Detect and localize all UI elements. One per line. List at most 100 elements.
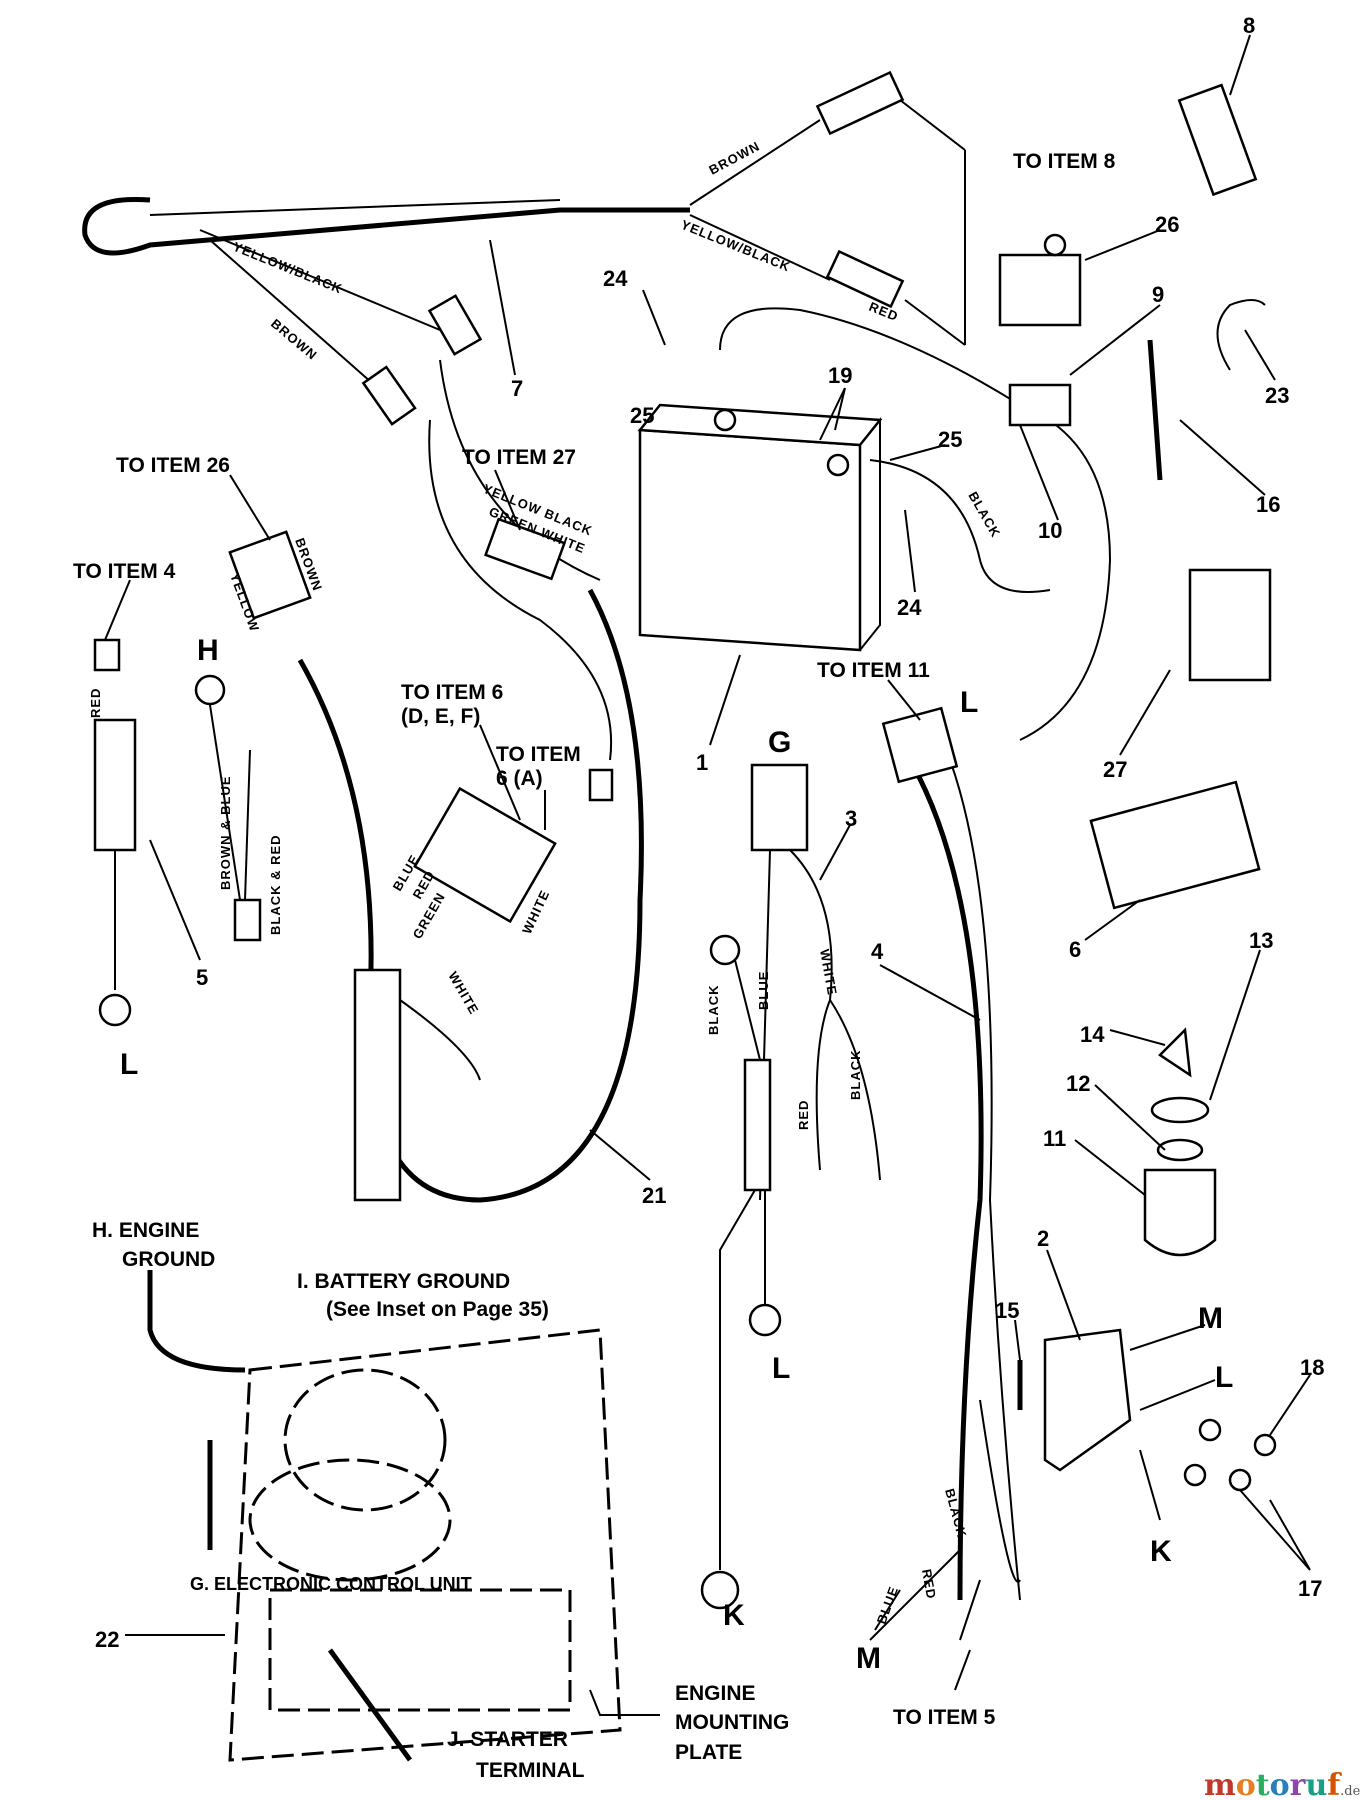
callout-14: 14 xyxy=(1080,1022,1105,1047)
callout-12: 12 xyxy=(1066,1071,1090,1096)
callout-to-item-6-a: TO ITEM xyxy=(496,743,581,766)
wire-label: BLACK & RED xyxy=(268,834,283,935)
callout-24: 24 xyxy=(897,595,922,620)
callout-11: 11 xyxy=(1043,1126,1066,1151)
caption-engine-mounting-2: MOUNTING xyxy=(675,1711,789,1734)
callout-L: L xyxy=(960,686,978,719)
caption-see-inset: (See Inset on Page 35) xyxy=(326,1298,549,1321)
callout-15: 15 xyxy=(995,1298,1019,1323)
cable-item-5 xyxy=(93,638,262,1027)
wire-label: BROWN xyxy=(706,138,762,177)
nut-item-13 xyxy=(1150,1096,1210,1124)
callout-19: 19 xyxy=(828,363,852,388)
wire-label: BROWN & BLUE xyxy=(218,775,233,890)
battery-item-1 xyxy=(637,403,1051,652)
callout-K: K xyxy=(723,1599,745,1632)
callout-13: 13 xyxy=(1249,928,1273,953)
caption-engine-ground-2: GROUND xyxy=(122,1248,215,1271)
wire-label: RED xyxy=(867,299,901,324)
callout-to-item-6-a-letter: 6 (A) xyxy=(496,767,543,790)
harness-item-4 xyxy=(907,758,984,1601)
rod-item-16 xyxy=(1147,339,1163,481)
wire-labels: BROWN YELLOW/BLACK YELLOW/BLACK BROWN RE… xyxy=(88,138,1004,1626)
callouts: 8 TO ITEM 8 26 9 23 16 24 19 25 25 10 24… xyxy=(73,13,1324,1729)
connector-item-6 xyxy=(1089,780,1261,910)
callout-L: L xyxy=(1215,1361,1233,1394)
watermark-logo: motoruf.de xyxy=(1204,1768,1361,1800)
wire-label: BLACK xyxy=(848,1050,863,1101)
callout-5: 5 xyxy=(196,965,208,990)
callout-to-item-8: TO ITEM 8 xyxy=(1013,150,1116,173)
callout-27: 27 xyxy=(1103,757,1127,782)
callout-to-item-6-def: TO ITEM 6 xyxy=(401,681,503,704)
wire-label: YELLOW/BLACK xyxy=(679,217,793,275)
callout-7: 7 xyxy=(511,376,523,401)
callout-25: 25 xyxy=(630,403,654,428)
callout-to-item-11: TO ITEM 11 xyxy=(817,659,930,682)
caption-engine-mounting: ENGINE xyxy=(675,1682,756,1705)
callout-21: 21 xyxy=(642,1183,666,1208)
relay-item-27 xyxy=(1188,568,1272,682)
callout-G: G xyxy=(768,726,791,759)
callout-L: L xyxy=(120,1048,138,1081)
switch-item-8 xyxy=(1177,83,1258,197)
wire-label: RED xyxy=(88,688,103,718)
wire-label: BLACK xyxy=(706,985,721,1036)
callout-10: 10 xyxy=(1038,518,1062,543)
switch-item-26 xyxy=(998,253,1082,327)
caption-engine-ground: H. ENGINE xyxy=(92,1219,199,1242)
caption-starter: J. STARTER xyxy=(447,1728,568,1751)
wire-label: BROWN xyxy=(268,316,320,363)
wire-label: BLUE xyxy=(756,971,771,1010)
callout-M: M xyxy=(1198,1302,1223,1335)
wire-label: BLACK xyxy=(942,1487,970,1540)
callout-to-item-5: TO ITEM 5 xyxy=(893,1706,996,1729)
wire-label: RED xyxy=(796,1100,811,1130)
callout-16: 16 xyxy=(1256,492,1280,517)
callout-to-item-27: TO ITEM 27 xyxy=(462,446,576,469)
callout-9: 9 xyxy=(1152,282,1164,307)
wire-label: YELLOW/BLACK xyxy=(231,239,345,297)
washer-item-12 xyxy=(1156,1138,1204,1162)
callout-K: K xyxy=(1150,1535,1172,1568)
callout-L: L xyxy=(772,1352,790,1385)
callout-25: 25 xyxy=(938,427,962,452)
callout-17: 17 xyxy=(1298,1576,1322,1601)
wire-label: RED xyxy=(919,1568,939,1601)
connector-item-10 xyxy=(1008,383,1072,427)
connector-item-6-def xyxy=(413,786,557,924)
callout-H: H xyxy=(197,634,219,667)
callout-1: 1 xyxy=(696,750,708,775)
engine-mounting-plate xyxy=(147,1270,660,1762)
callout-26: 26 xyxy=(1155,212,1179,237)
callout-8: 8 xyxy=(1243,13,1255,38)
callout-to-item-26: TO ITEM 26 xyxy=(116,454,230,477)
callout-18: 18 xyxy=(1300,1355,1324,1380)
caption-ecu: G. ELECTRONIC CONTROL UNIT xyxy=(190,1574,472,1594)
captions: H. ENGINE GROUND I. BATTERY GROUND (See … xyxy=(92,1219,789,1782)
callout-3: 3 xyxy=(845,806,857,831)
callout-23: 23 xyxy=(1265,383,1289,408)
bracket-item-2 xyxy=(1043,1328,1132,1472)
cable-item-3 xyxy=(700,763,881,1610)
harness-item-21 xyxy=(297,588,644,1203)
callout-to-item-4: TO ITEM 4 xyxy=(73,560,176,583)
main-harness-item-7 xyxy=(82,70,966,426)
callout-6: 6 xyxy=(1069,937,1081,962)
ignition-switch-item-11 xyxy=(1143,1168,1217,1257)
wire-label: BLUE xyxy=(874,1584,902,1626)
wire-label: WHITE xyxy=(445,969,481,1017)
caption-battery-ground: I. BATTERY GROUND xyxy=(297,1270,510,1293)
callout-4: 4 xyxy=(871,939,884,964)
caption-engine-mounting-3: PLATE xyxy=(675,1741,742,1764)
caption-starter-2: TERMINAL xyxy=(476,1759,585,1782)
callout-M: M xyxy=(856,1642,881,1675)
callout-24: 24 xyxy=(603,266,628,291)
callout-to-item-6-def-letters: (D, E, F) xyxy=(401,705,480,728)
callout-22: 22 xyxy=(95,1627,119,1652)
wire-label: WHITE xyxy=(817,948,840,997)
callout-2: 2 xyxy=(1037,1226,1049,1251)
leader-lines xyxy=(104,34,1311,1691)
